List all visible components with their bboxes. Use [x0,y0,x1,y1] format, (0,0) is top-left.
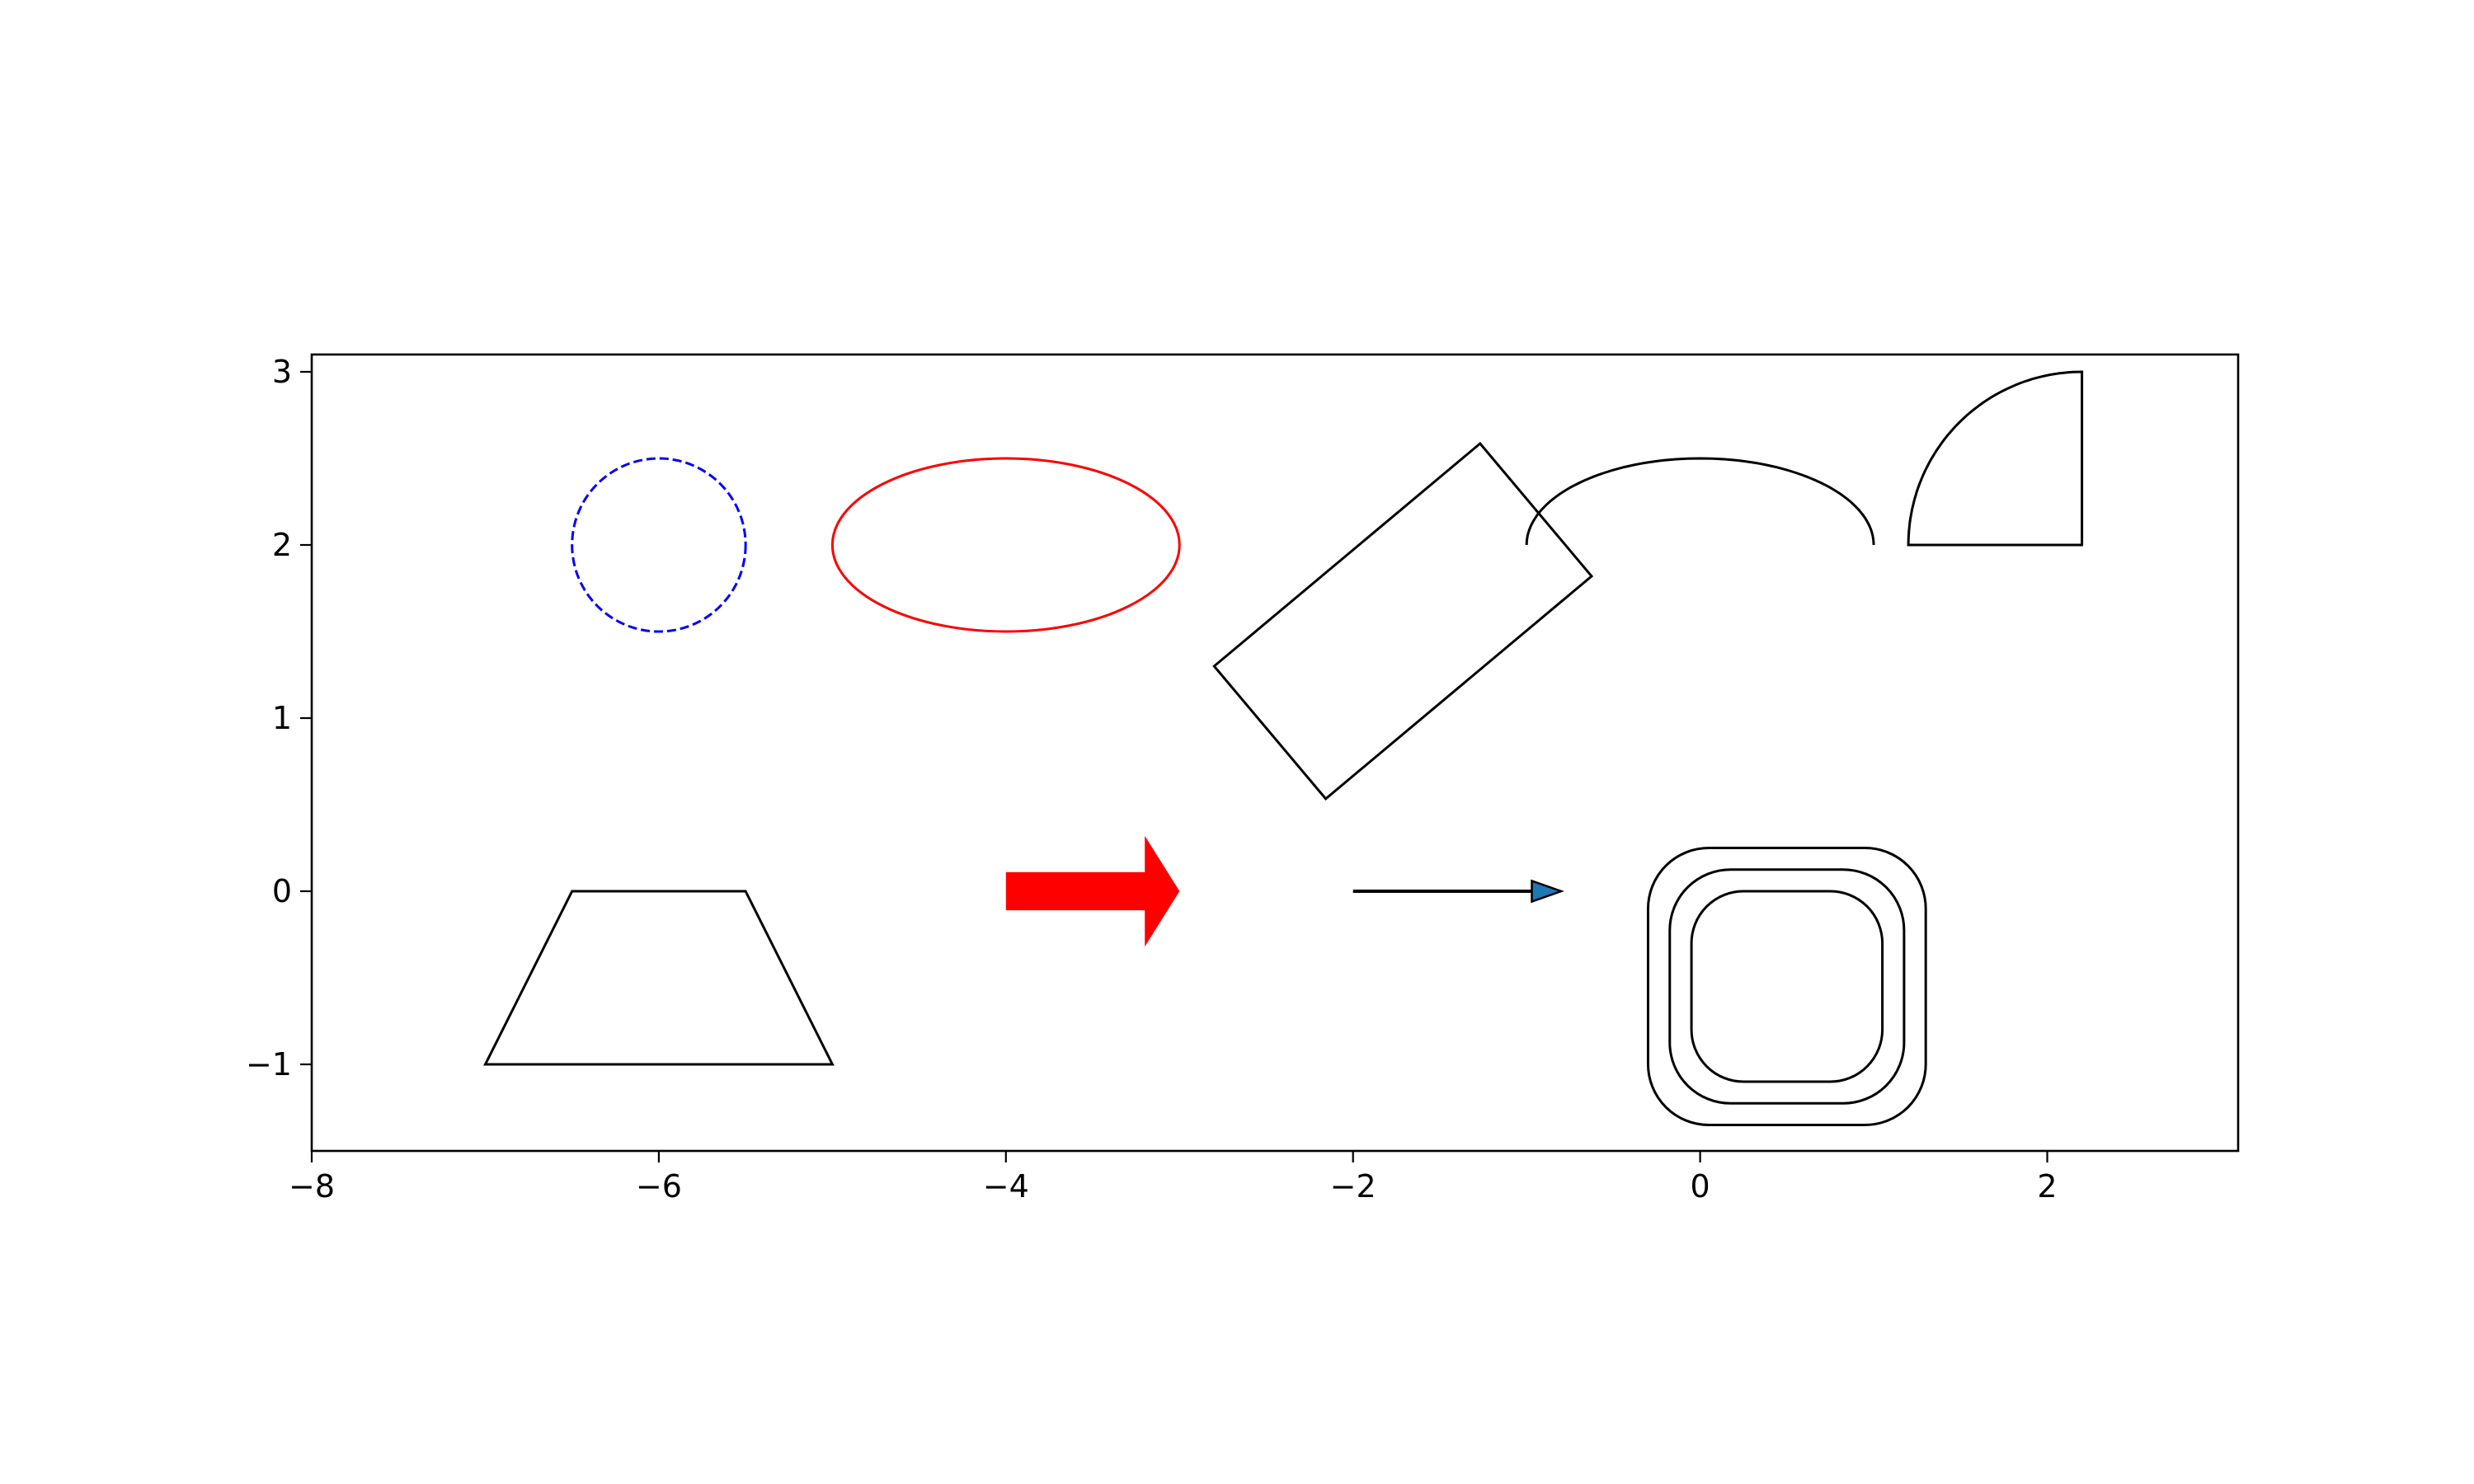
red-fancy-arrow-shape [1005,835,1180,947]
dashed-circle-shape [571,457,747,633]
x-tick-label: −4 [983,1168,1029,1205]
rotated-rectangle-shape [1212,441,1594,801]
arrow-head-shape [1531,879,1564,904]
x-axis: −8 −6 −4 −2 0 2 [289,1151,2058,1205]
rounded-box-shape [1646,847,1927,1126]
rounded-box-shape [1668,868,1906,1105]
y-tick-label: 3 [272,354,292,390]
x-tick-label: −6 [636,1168,682,1205]
wedge-shape [1907,370,2084,547]
x-tick-label: −2 [1330,1168,1376,1205]
x-tick-label: −8 [289,1168,335,1205]
y-tick-label: −1 [246,1046,292,1082]
rounded-box-shape [1690,890,1884,1083]
shapes-layer [483,370,2084,1126]
ellipse-shape [830,457,1181,633]
y-tick-label: 1 [272,700,292,736]
x-tick-label: 2 [2037,1168,2057,1205]
y-tick-label: 2 [272,527,292,563]
y-tick-label: 0 [272,873,292,909]
y-axis: −1 0 1 2 3 [246,354,312,1082]
x-tick-label: 0 [1691,1168,1710,1205]
trapezoid-polygon-shape [483,890,835,1066]
axes-frame [310,353,2240,1153]
arc-shape [1525,457,1875,546]
